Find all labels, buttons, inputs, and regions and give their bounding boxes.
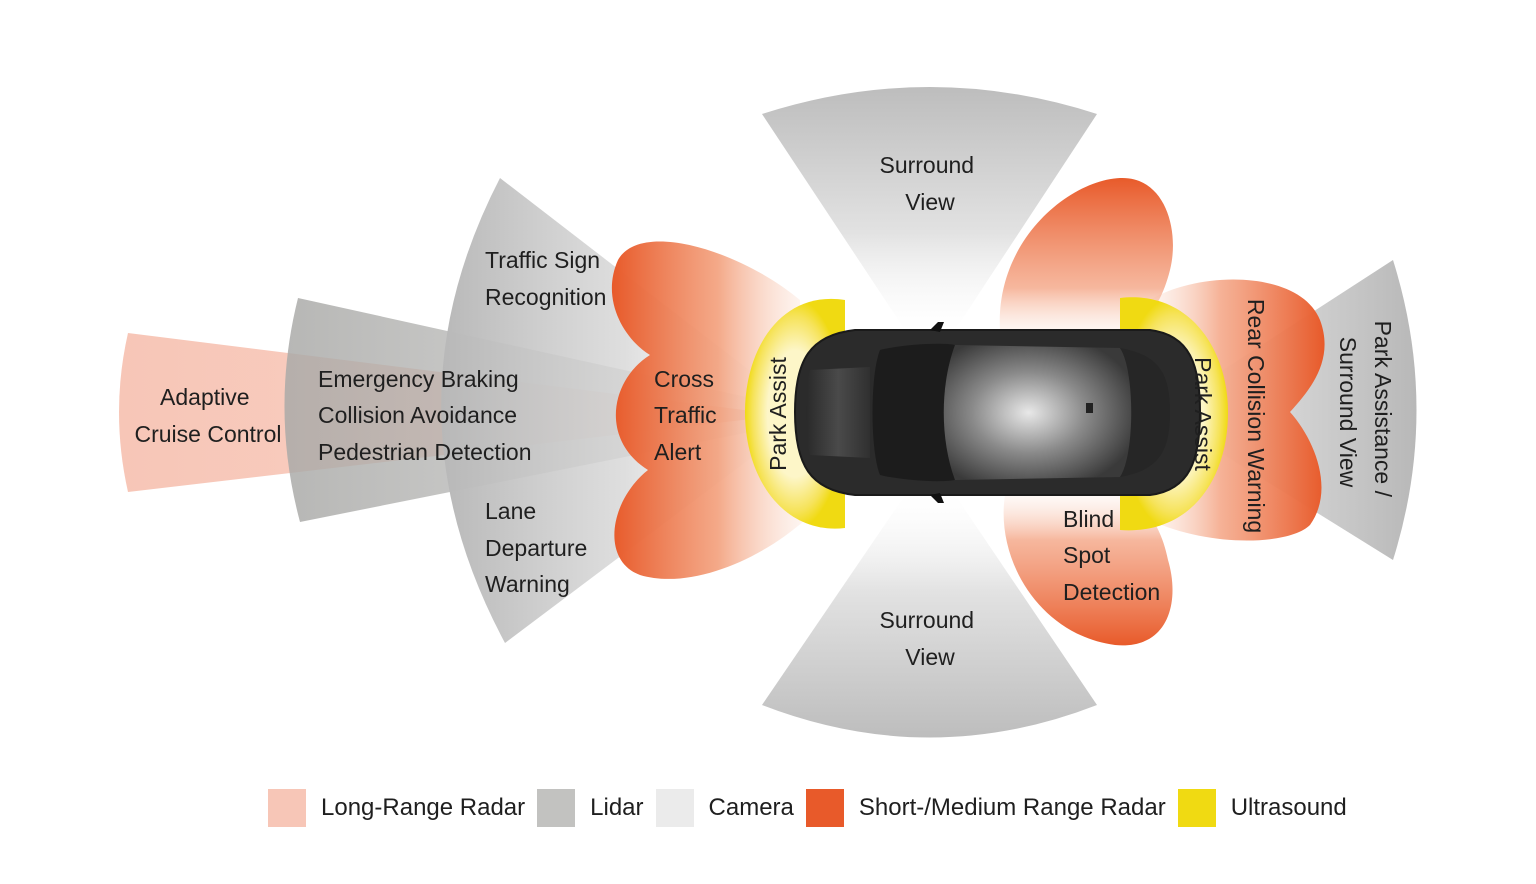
legend-swatch-short-medium-radar (805, 789, 844, 827)
lane-departure-label: Lane Departure Warning (485, 498, 594, 597)
legend-item-camera: Camera (655, 789, 794, 827)
blind-spot-line-2: Spot (1063, 542, 1111, 568)
legend-label-long-range-radar: Long-Range Radar (321, 794, 526, 821)
legend-label-ultrasound: Ultrasound (1230, 794, 1347, 821)
traffic-sign-label: Traffic Sign Recognition (485, 247, 606, 310)
park-assistance-line-2: Surround View (1335, 337, 1361, 488)
park-assist-front-label: Park Assist (765, 357, 791, 471)
cross-traffic-line-3: Alert (654, 439, 702, 465)
blind-spot-line-3: Detection (1063, 579, 1160, 605)
emergency-line-1: Emergency Braking (318, 366, 519, 392)
adaptive-cruise-line-2: Cruise Control (135, 421, 282, 447)
legend-item-lidar: Lidar (537, 789, 644, 827)
lane-departure-line-2: Departure (485, 535, 587, 561)
upper-blind-spot-lobe (999, 177, 1173, 335)
cross-traffic-label: Cross Traffic Alert (654, 366, 723, 465)
surround-top-line-1: Surround (879, 152, 974, 178)
legend-label-lidar: Lidar (590, 794, 644, 821)
adaptive-cruise-label: Adaptive Cruise Control (135, 384, 282, 447)
front-camera-sector (441, 178, 775, 643)
traffic-sign-line-1: Traffic Sign (485, 247, 600, 273)
legend-swatch-camera (655, 789, 694, 827)
emergency-braking-label: Emergency Braking Collision Avoidance Pe… (318, 366, 532, 465)
emergency-line-2: Collision Avoidance (318, 402, 517, 428)
lane-departure-line-1: Lane (485, 498, 536, 524)
lane-departure-line-3: Warning (485, 571, 570, 597)
adaptive-cruise-line-1: Adaptive (160, 384, 250, 410)
park-assistance-line-1: Park Assistance / (1370, 321, 1396, 498)
emergency-line-3: Pedestrian Detection (318, 439, 532, 465)
legend-label-camera: Camera (708, 794, 794, 821)
top-camera-sector (762, 87, 1097, 330)
surround-view-bottom-label: Surround View (879, 607, 980, 670)
rear-collision-warning-label: Rear Collision Warning (1243, 299, 1269, 533)
legend: Long-Range Radar Lidar Camera Short-/Med… (268, 788, 1359, 828)
cross-traffic-line-1: Cross (654, 366, 714, 392)
legend-item-long-range-radar: Long-Range Radar (268, 789, 525, 827)
traffic-sign-line-2: Recognition (485, 284, 606, 310)
front-radar-lobes (611, 241, 805, 579)
legend-item-short-medium-radar: Short-/Medium Range Radar (805, 789, 1166, 827)
park-assistance-surround-label: Park Assistance / Surround View (1335, 321, 1396, 504)
legend-label-short-medium-radar: Short-/Medium Range Radar (858, 794, 1166, 821)
cross-traffic-line-2: Traffic (654, 402, 717, 428)
rear-camera-sector (1200, 260, 1417, 560)
legend-swatch-ultrasound (1177, 789, 1216, 827)
surround-bottom-line-2: View (905, 644, 955, 670)
lower-blind-spot-lobe (1003, 495, 1173, 646)
car-top-view (793, 322, 1202, 503)
legend-swatch-long-range-radar (268, 789, 306, 827)
legend-item-ultrasound: Ultrasound (1177, 789, 1347, 827)
surround-top-line-2: View (905, 189, 955, 215)
bottom-camera-sector (762, 495, 1097, 738)
surround-bottom-line-1: Surround (879, 607, 974, 633)
surround-view-top-label: Surround View (879, 152, 980, 215)
park-assist-rear-label: Park Assist (1190, 357, 1216, 471)
blind-spot-label: Blind Spot Detection (1063, 506, 1160, 605)
blind-spot-line-1: Blind (1063, 506, 1114, 532)
legend-swatch-lidar (537, 789, 576, 827)
